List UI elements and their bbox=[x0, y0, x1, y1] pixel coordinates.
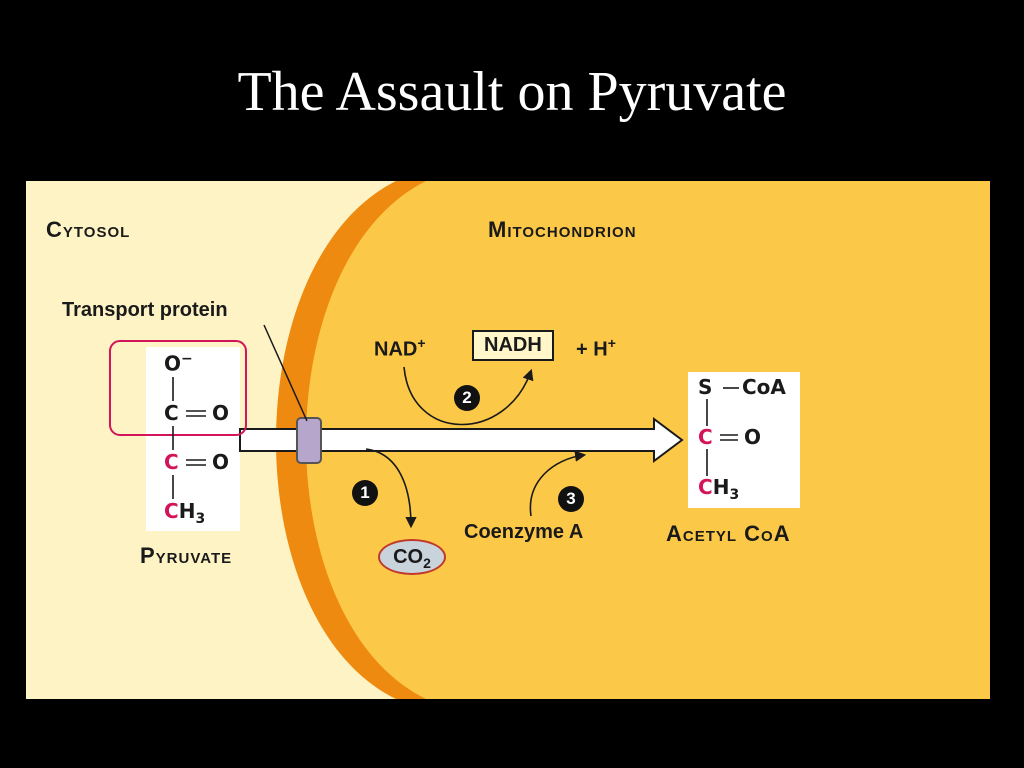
methyl-group: CH3 bbox=[164, 499, 206, 527]
nad-plus-label: NAD+ bbox=[374, 335, 426, 361]
co2-product: CO2 bbox=[378, 539, 446, 575]
transport-protein bbox=[296, 417, 322, 464]
acetyl-structure-bg bbox=[688, 372, 800, 508]
diagram-panel: Cytosol Mitochondrion Transport protein … bbox=[26, 181, 990, 699]
nadh-box: NADH bbox=[472, 330, 554, 361]
slide-title: The Assault on Pyruvate bbox=[237, 61, 787, 123]
carboxyl-highlight bbox=[109, 340, 247, 436]
sulfur-atom: S bbox=[698, 375, 713, 399]
carboxyl-oxygen: O bbox=[212, 401, 230, 425]
transport-protein-label: Transport protein bbox=[62, 299, 228, 321]
coenzyme-a-arrow bbox=[529, 450, 587, 517]
transport-protein-pointer bbox=[263, 324, 308, 422]
h-plus-label: + H+ bbox=[576, 335, 616, 361]
cytosol-label: Cytosol bbox=[46, 217, 131, 242]
carbonyl-carbon: C bbox=[164, 450, 179, 474]
acetyl-coa-label: Acetyl CoA bbox=[666, 521, 791, 546]
step-3-badge: 3 bbox=[558, 486, 584, 512]
oxygen-anion: O− bbox=[164, 351, 193, 376]
diagram-graphics bbox=[26, 181, 990, 699]
acetyl-methyl-group: CH3 bbox=[698, 475, 740, 503]
coenzyme-a-label: Coenzyme A bbox=[464, 521, 584, 543]
acetyl-carbon: C bbox=[698, 425, 713, 449]
step-2-badge: 2 bbox=[454, 385, 480, 411]
nad-reduction-arrow bbox=[403, 366, 534, 426]
pyruvate-label: Pyruvate bbox=[140, 543, 233, 568]
carbonyl-oxygen: O bbox=[212, 450, 230, 474]
mitochondrion-label: Mitochondrion bbox=[488, 217, 637, 242]
coa-group: CoA bbox=[742, 375, 786, 399]
step-1-badge: 1 bbox=[352, 480, 378, 506]
co2-release-arrow bbox=[365, 448, 417, 529]
acetyl-oxygen: O bbox=[744, 425, 762, 449]
carboxyl-carbon: C bbox=[164, 401, 179, 425]
pyruvate-structure-bg bbox=[146, 347, 240, 531]
